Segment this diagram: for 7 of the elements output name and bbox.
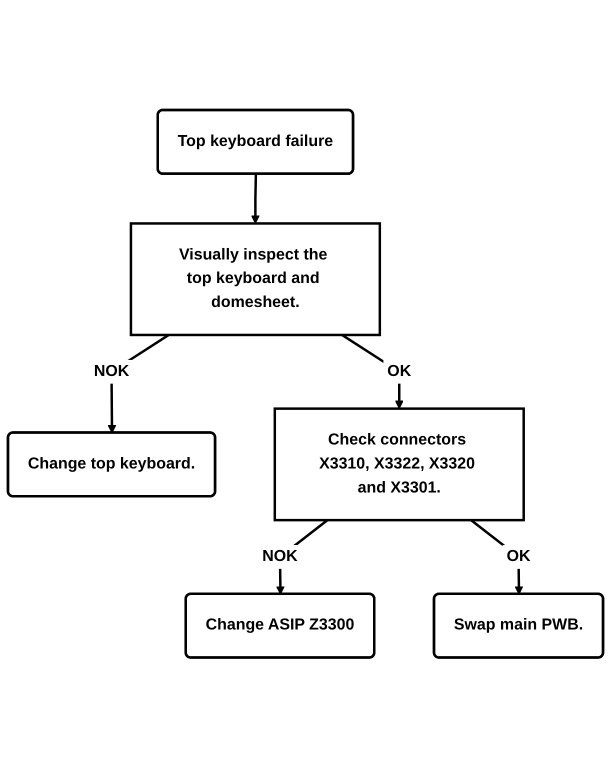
edge-label: OK: [506, 548, 530, 565]
edge-label: NOK: [94, 362, 130, 380]
arrow: [251, 174, 260, 224]
edge-label: NOK: [262, 548, 298, 565]
edge-label: OK: [387, 362, 412, 380]
node-box: Check connectors X3310, X3322, X3320 and X3301.: [274, 407, 525, 522]
node-box: Visually inspect the top keyboard and domesheet.: [130, 222, 382, 336]
